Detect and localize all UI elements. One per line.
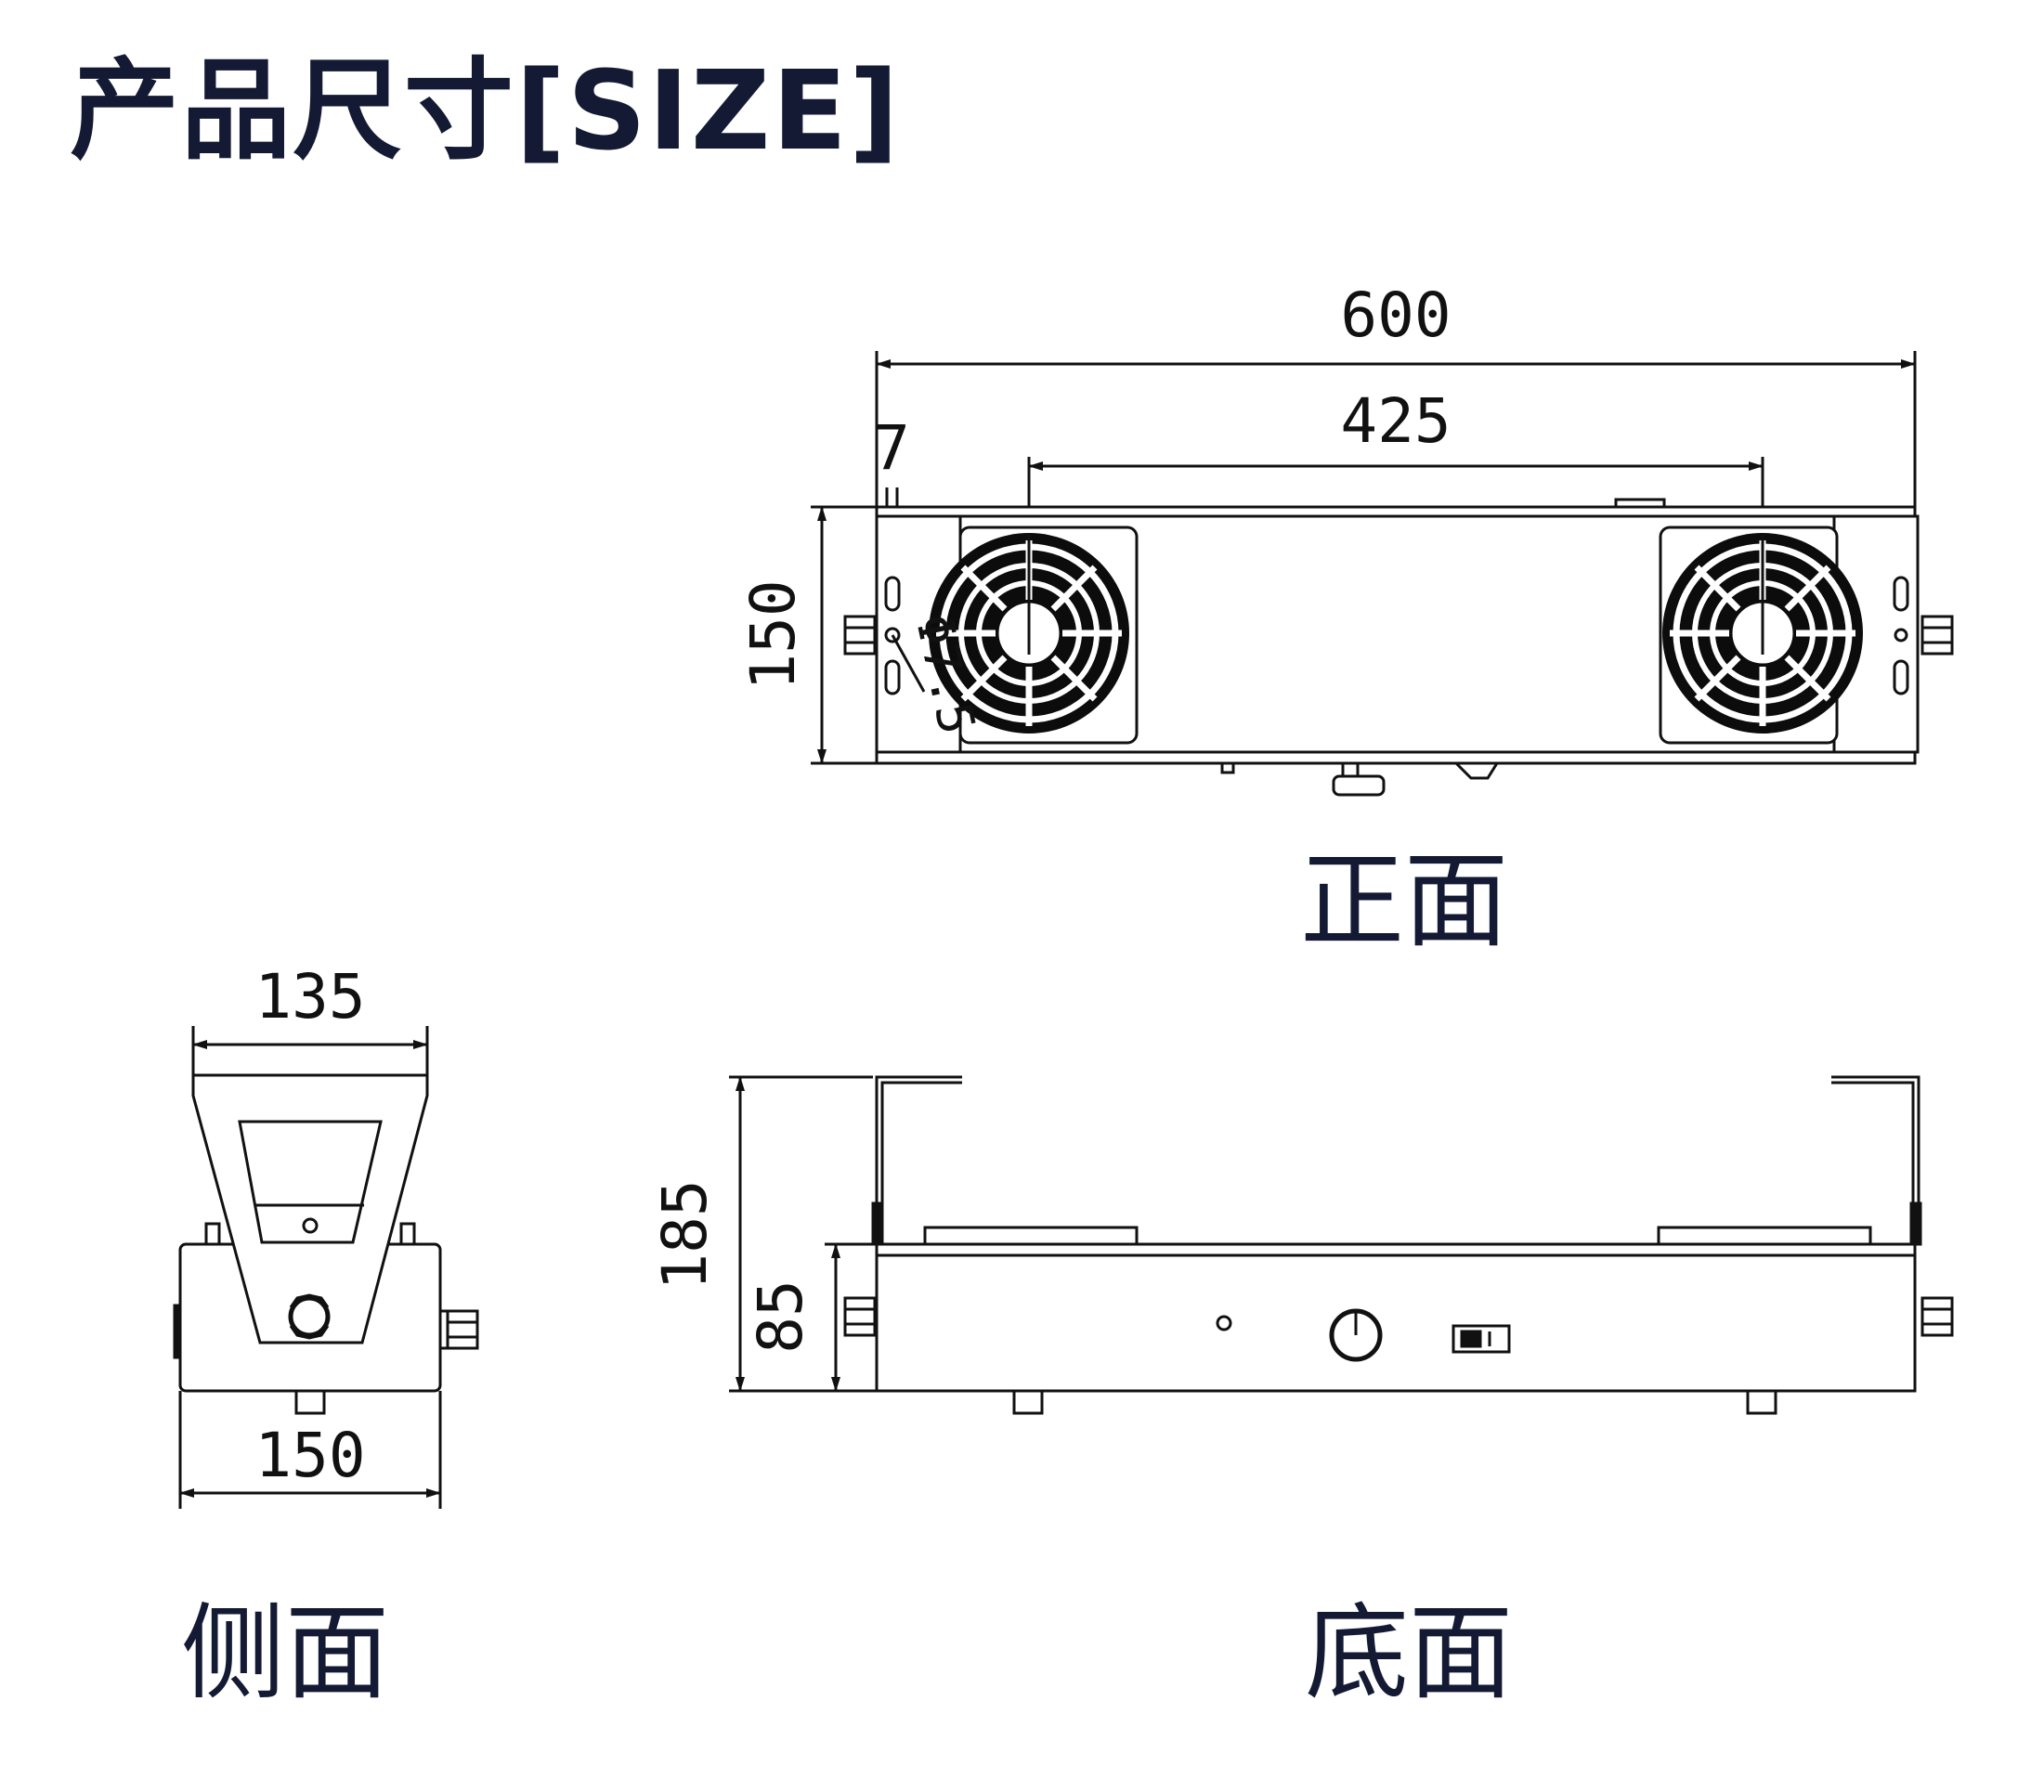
dim-85-label: 85 <box>745 1279 816 1353</box>
dim-150-front-label: 150 <box>737 579 809 690</box>
side-knob-icon <box>288 1295 331 1338</box>
knob-right-icon <box>1920 615 1954 656</box>
front-bottom-knob <box>1332 774 1386 797</box>
side-view-label: 侧面 <box>181 1593 389 1714</box>
dim-425-label: 425 <box>1340 385 1451 457</box>
bottom-bracket-left <box>875 1075 962 1216</box>
bottom-body <box>875 1242 1917 1393</box>
dim-135-label: 135 <box>254 961 365 1032</box>
side-view <box>173 1026 479 1509</box>
dim-7-label: 7 <box>873 412 910 484</box>
bottom-view <box>729 1075 1954 1415</box>
page-title: 产品尺寸[SIZE] <box>70 46 901 175</box>
dim-185-label: 185 <box>649 1179 721 1290</box>
dim-150-side-label: 150 <box>254 1420 365 1491</box>
knob-left-icon <box>843 615 877 656</box>
bottom-bracket-right <box>1831 1075 1920 1216</box>
dim-600-label: 600 <box>1340 279 1451 351</box>
bottom-view-label: 底面 <box>1305 1593 1513 1714</box>
front-view-label: 正面 <box>1300 841 1508 962</box>
indicator-light-icon <box>1216 1315 1232 1331</box>
